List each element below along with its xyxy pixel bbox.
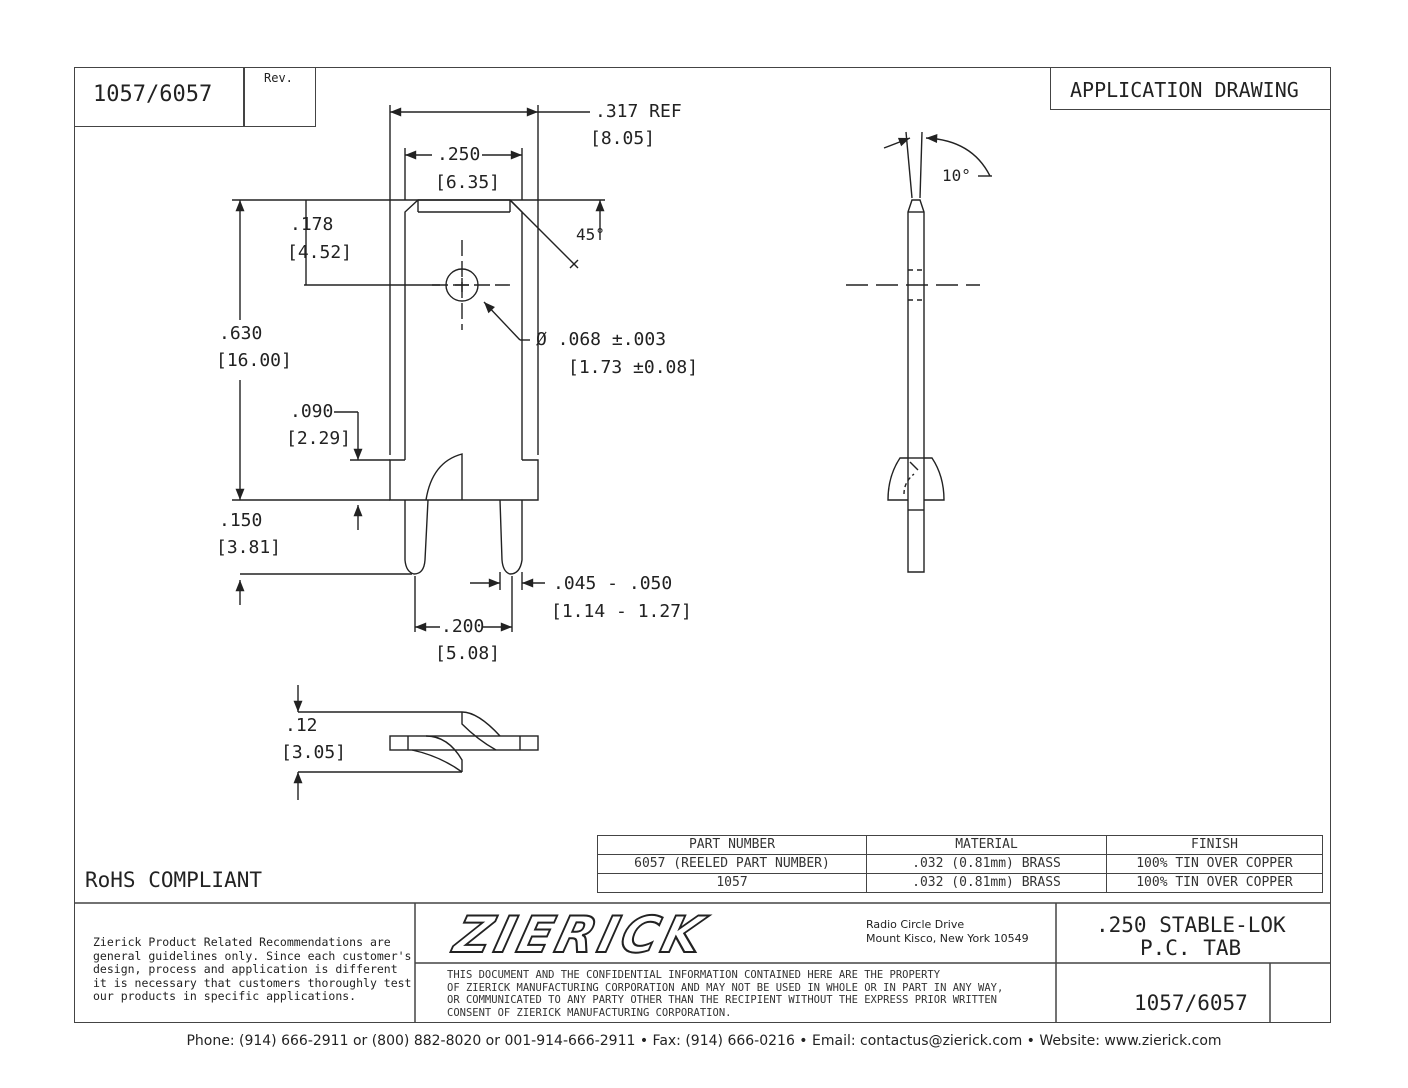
dim-tab-width: .250 [437, 144, 481, 165]
address-line-2: Mount Kisco, New York 10549 [866, 932, 1029, 945]
spec-table: PART NUMBER MATERIAL FINISH 6057 (REELED… [597, 835, 1323, 893]
dim-chamfer-angle: 45° [576, 225, 605, 244]
dim-hole-from-top: .178 [290, 214, 334, 235]
side-view [846, 131, 992, 573]
drawing-type-label: APPLICATION DRAWING [1070, 78, 1299, 102]
spec-cell: .032 (0.81mm) BRASS [866, 873, 1107, 893]
table-row: 6057 (REELED PART NUMBER) .032 (0.81mm) … [597, 854, 1323, 874]
spec-cell: 1057 [597, 873, 867, 893]
dim-leg-width: .045 - .050 [553, 573, 673, 594]
table-row: 1057 .032 (0.81mm) BRASS 100% TIN OVER C… [597, 873, 1323, 893]
dim-hole-diameter-mm: [1.73 ±0.08] [568, 357, 699, 378]
product-name-line-2: P.C. TAB [1140, 936, 1242, 960]
spec-cell: 6057 (REELED PART NUMBER) [597, 854, 867, 874]
spec-header-row: PART NUMBER MATERIAL FINISH [597, 835, 1323, 855]
dim-overall-width: .317 REF [595, 101, 682, 122]
dim-leg-length: .150 [219, 510, 263, 531]
spec-cell: 100% TIN OVER COPPER [1106, 873, 1323, 893]
dim-tab-length-mm: [16.00] [216, 350, 292, 371]
front-dimensions [232, 105, 605, 632]
dim-bend-height-mm: [3.05] [281, 742, 347, 763]
contact-footer: Phone: (914) 666-2911 or (800) 882-8020 … [186, 1033, 1222, 1049]
dim-bend-height: .12 [285, 715, 318, 736]
dim-tab-width-mm: [6.35] [435, 172, 501, 193]
dim-overall-width-mm: [8.05] [590, 128, 656, 149]
disclaimer-text: Zierick Product Related Recommendations … [93, 935, 412, 1003]
rohs-label: RoHS COMPLIANT [85, 868, 263, 892]
dim-shoulder-mm: [2.29] [286, 428, 352, 449]
dim-side-angle: 10° [942, 166, 971, 185]
rev-box [243, 67, 316, 127]
dim-leg-spacing: .200 [441, 616, 485, 637]
product-number: 1057/6057 [1134, 991, 1248, 1015]
part-number-label: 1057/6057 [93, 82, 213, 107]
rev-label: Rev. [264, 71, 293, 85]
spec-header-material: MATERIAL [866, 835, 1107, 855]
product-name-line-1: .250 STABLE-LOK [1096, 913, 1286, 937]
dim-shoulder: .090 [290, 401, 334, 422]
dim-tab-length: .630 [219, 323, 263, 344]
part-number-box [74, 67, 245, 127]
dim-leg-width-mm: [1.14 - 1.27] [551, 601, 692, 622]
dim-hole-from-top-mm: [4.52] [287, 242, 353, 263]
dim-leg-spacing-mm: [5.08] [435, 643, 501, 664]
dim-hole-diameter: Ø .068 ±.003 [536, 329, 667, 350]
legal-notice: THIS DOCUMENT AND THE CONFIDENTIAL INFOR… [447, 969, 1004, 1019]
zierick-logo: ZIERICK [448, 905, 714, 965]
spec-cell: 100% TIN OVER COPPER [1106, 854, 1323, 874]
drawing-frame [74, 67, 1331, 1023]
drawing-type-box [1050, 67, 1331, 110]
address-line-1: Radio Circle Drive [866, 918, 965, 931]
bent-view [293, 685, 539, 800]
dim-leg-length-mm: [3.81] [216, 537, 282, 558]
spec-header-part: PART NUMBER [597, 835, 867, 855]
